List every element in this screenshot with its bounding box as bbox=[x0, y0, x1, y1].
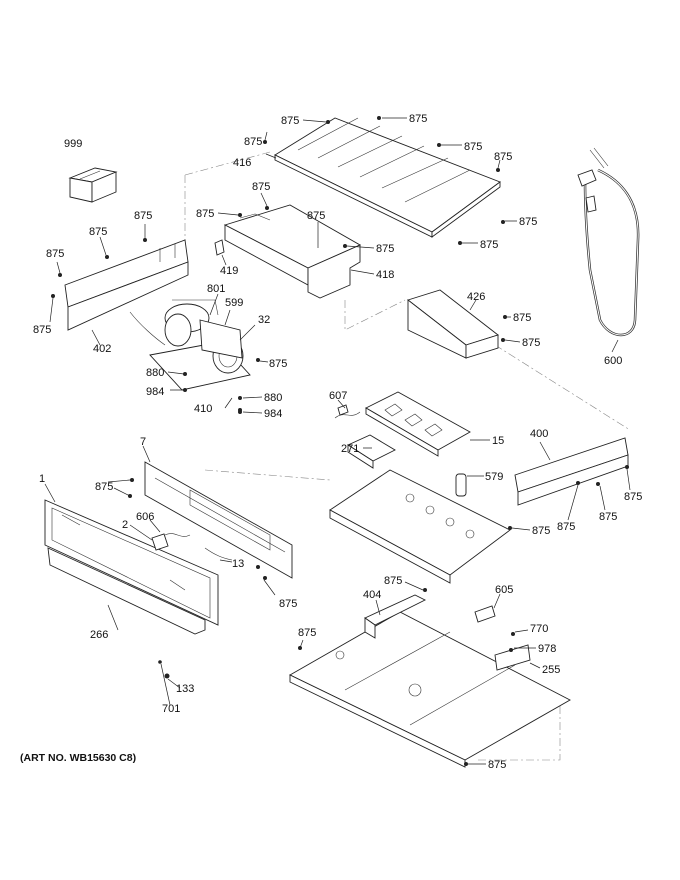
callout-875-b: 875 bbox=[409, 113, 427, 125]
part-trim-266 bbox=[47, 547, 206, 635]
callout-400: 400 bbox=[530, 428, 548, 440]
part-power-cord bbox=[577, 147, 640, 337]
callout-875-x: 875 bbox=[279, 598, 297, 610]
callout-7: 7 bbox=[140, 436, 146, 448]
callout-984-a: 984 bbox=[146, 386, 164, 398]
callout-15: 15 bbox=[492, 435, 504, 447]
callout-999: 999 bbox=[64, 138, 82, 150]
callout-875-e: 875 bbox=[244, 136, 262, 148]
callout-605: 605 bbox=[495, 584, 513, 596]
callout-875-g: 875 bbox=[480, 239, 498, 251]
callout-418: 418 bbox=[376, 269, 394, 281]
callout-875-k: 875 bbox=[376, 243, 394, 255]
callout-416: 416 bbox=[233, 157, 251, 169]
callout-875-d: 875 bbox=[494, 151, 512, 163]
callout-875-h: 875 bbox=[252, 181, 270, 193]
part-vent-duct bbox=[223, 204, 361, 299]
callout-875-aa: 875 bbox=[488, 759, 506, 771]
callout-32: 32 bbox=[258, 314, 270, 326]
callout-271: 271 bbox=[341, 443, 359, 455]
callout-875-q: 875 bbox=[513, 312, 531, 324]
callout-875-v: 875 bbox=[532, 525, 550, 537]
callout-599: 599 bbox=[225, 297, 243, 309]
callout-13: 13 bbox=[232, 558, 244, 570]
callout-984-b: 984 bbox=[264, 408, 282, 420]
part-capacitor bbox=[455, 473, 467, 497]
callout-875-w: 875 bbox=[95, 481, 113, 493]
callout-880-a: 880 bbox=[146, 367, 164, 379]
callout-402: 402 bbox=[93, 343, 111, 355]
part-999-box bbox=[68, 167, 118, 203]
callout-875-p: 875 bbox=[269, 358, 287, 370]
callout-255: 255 bbox=[542, 664, 560, 676]
callout-2: 2 bbox=[122, 519, 128, 531]
callout-606: 606 bbox=[136, 511, 154, 523]
callout-875-l: 875 bbox=[134, 210, 152, 222]
callout-404: 404 bbox=[363, 589, 381, 601]
callout-875-r: 875 bbox=[522, 337, 540, 349]
part-bracket-419 bbox=[214, 239, 225, 256]
part-wire-harness-13 bbox=[204, 547, 233, 561]
callout-607: 607 bbox=[329, 390, 347, 402]
callout-133: 133 bbox=[176, 683, 194, 695]
callout-875-i: 875 bbox=[196, 208, 214, 220]
art-number-caption: (ART NO. WB15630 C8) bbox=[20, 752, 137, 764]
part-switch-606 bbox=[151, 533, 191, 551]
part-side-panel-left bbox=[64, 239, 189, 331]
part-blower-assembly bbox=[129, 299, 251, 391]
leader-lines bbox=[44, 117, 631, 765]
part-bracket-404 bbox=[364, 594, 427, 639]
callout-labels: 999 875 875 875 875 875 416 875 875 875 … bbox=[33, 113, 642, 771]
callout-701: 701 bbox=[162, 703, 180, 715]
callout-875-f: 875 bbox=[519, 216, 537, 228]
callout-875-n: 875 bbox=[46, 248, 64, 260]
part-control-panel-frame bbox=[144, 461, 293, 579]
callout-266: 266 bbox=[90, 629, 108, 641]
part-chassis-upper bbox=[329, 469, 511, 584]
callout-875-a: 875 bbox=[281, 115, 299, 127]
part-wire-harness-607 bbox=[334, 404, 361, 419]
callout-419: 419 bbox=[220, 265, 238, 277]
callout-1: 1 bbox=[39, 473, 45, 485]
part-side-panel-right bbox=[514, 437, 629, 506]
callout-875-z: 875 bbox=[298, 627, 316, 639]
part-control-board bbox=[365, 391, 471, 457]
callout-875-o: 875 bbox=[33, 324, 51, 336]
callout-875-m: 875 bbox=[89, 226, 107, 238]
callout-410: 410 bbox=[194, 403, 212, 415]
callout-875-c: 875 bbox=[464, 141, 482, 153]
callout-978: 978 bbox=[538, 643, 556, 655]
callout-880-b: 880 bbox=[264, 392, 282, 404]
callout-875-u: 875 bbox=[557, 521, 575, 533]
part-bottom-tray bbox=[289, 611, 571, 768]
callout-875-y: 875 bbox=[384, 575, 402, 587]
callout-875-t: 875 bbox=[599, 511, 617, 523]
callout-426: 426 bbox=[467, 291, 485, 303]
callout-875-s: 875 bbox=[624, 491, 642, 503]
part-control-board-cover bbox=[407, 289, 499, 359]
part-terminal-605 bbox=[474, 605, 496, 623]
part-front-glass-panel bbox=[44, 499, 219, 626]
fastener-dots bbox=[51, 116, 629, 766]
part-top-cover-panel bbox=[274, 117, 501, 238]
part-screw-133 bbox=[158, 660, 170, 679]
callout-801: 801 bbox=[207, 283, 225, 295]
callout-875-j: 875 bbox=[307, 210, 325, 222]
callout-600: 600 bbox=[604, 355, 622, 367]
callout-770: 770 bbox=[530, 623, 548, 635]
callout-579: 579 bbox=[485, 471, 503, 483]
